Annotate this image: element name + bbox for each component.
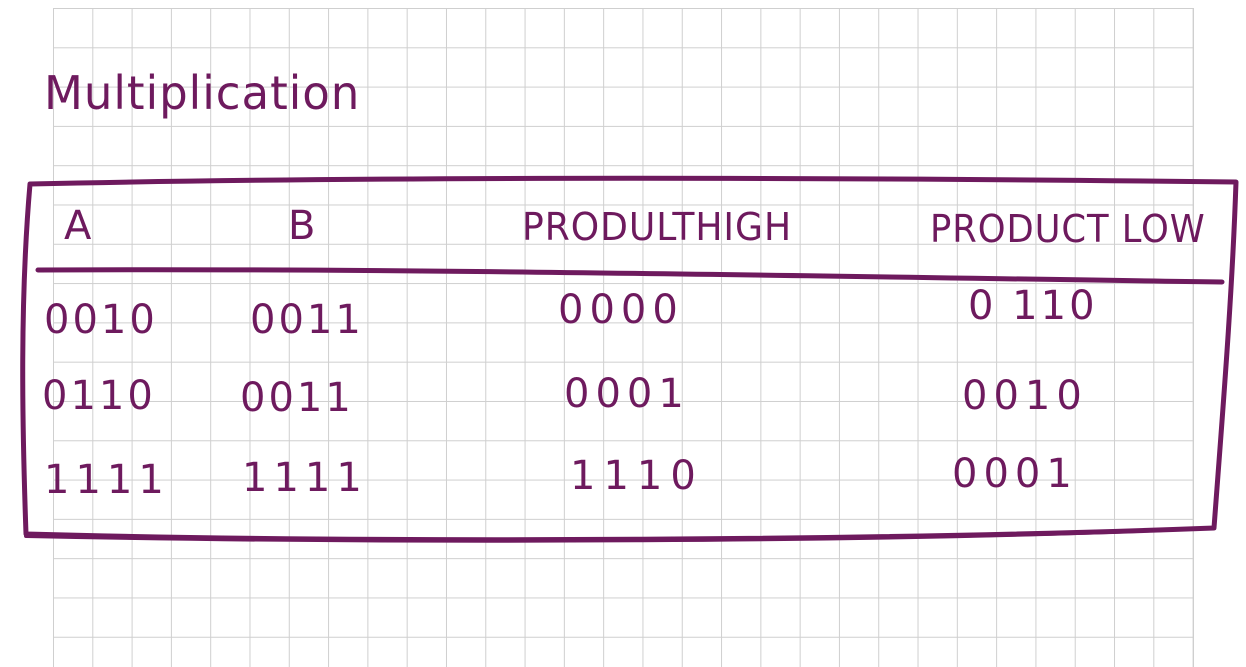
table-cell: 1110	[570, 453, 704, 499]
table-cell: 0001	[564, 371, 690, 417]
header-divider	[35, 267, 1225, 285]
header-a: A	[64, 203, 92, 249]
table-cell: 0000	[558, 287, 684, 333]
table-cell: 1111	[242, 455, 368, 501]
table-cell: 0 110	[968, 283, 1098, 329]
table-cell: 0010	[962, 373, 1088, 419]
table-cell: 0110	[42, 373, 156, 419]
bottom-edge-stroke	[24, 526, 1212, 543]
header-product-high: PRODULTHIGH	[522, 205, 793, 249]
table-border	[20, 175, 1239, 543]
header-product-low: PRODUCT LOW	[930, 207, 1206, 251]
table-cell: 0011	[250, 297, 364, 343]
header-b: B	[288, 203, 316, 249]
table-cell: 1111	[44, 457, 170, 503]
page-title: Multiplication	[44, 66, 361, 120]
graph-paper-grid	[53, 8, 1194, 667]
table-cell: 0001	[952, 451, 1078, 497]
table-cell: 0010	[44, 297, 158, 343]
table-cell: 0011	[240, 375, 354, 421]
